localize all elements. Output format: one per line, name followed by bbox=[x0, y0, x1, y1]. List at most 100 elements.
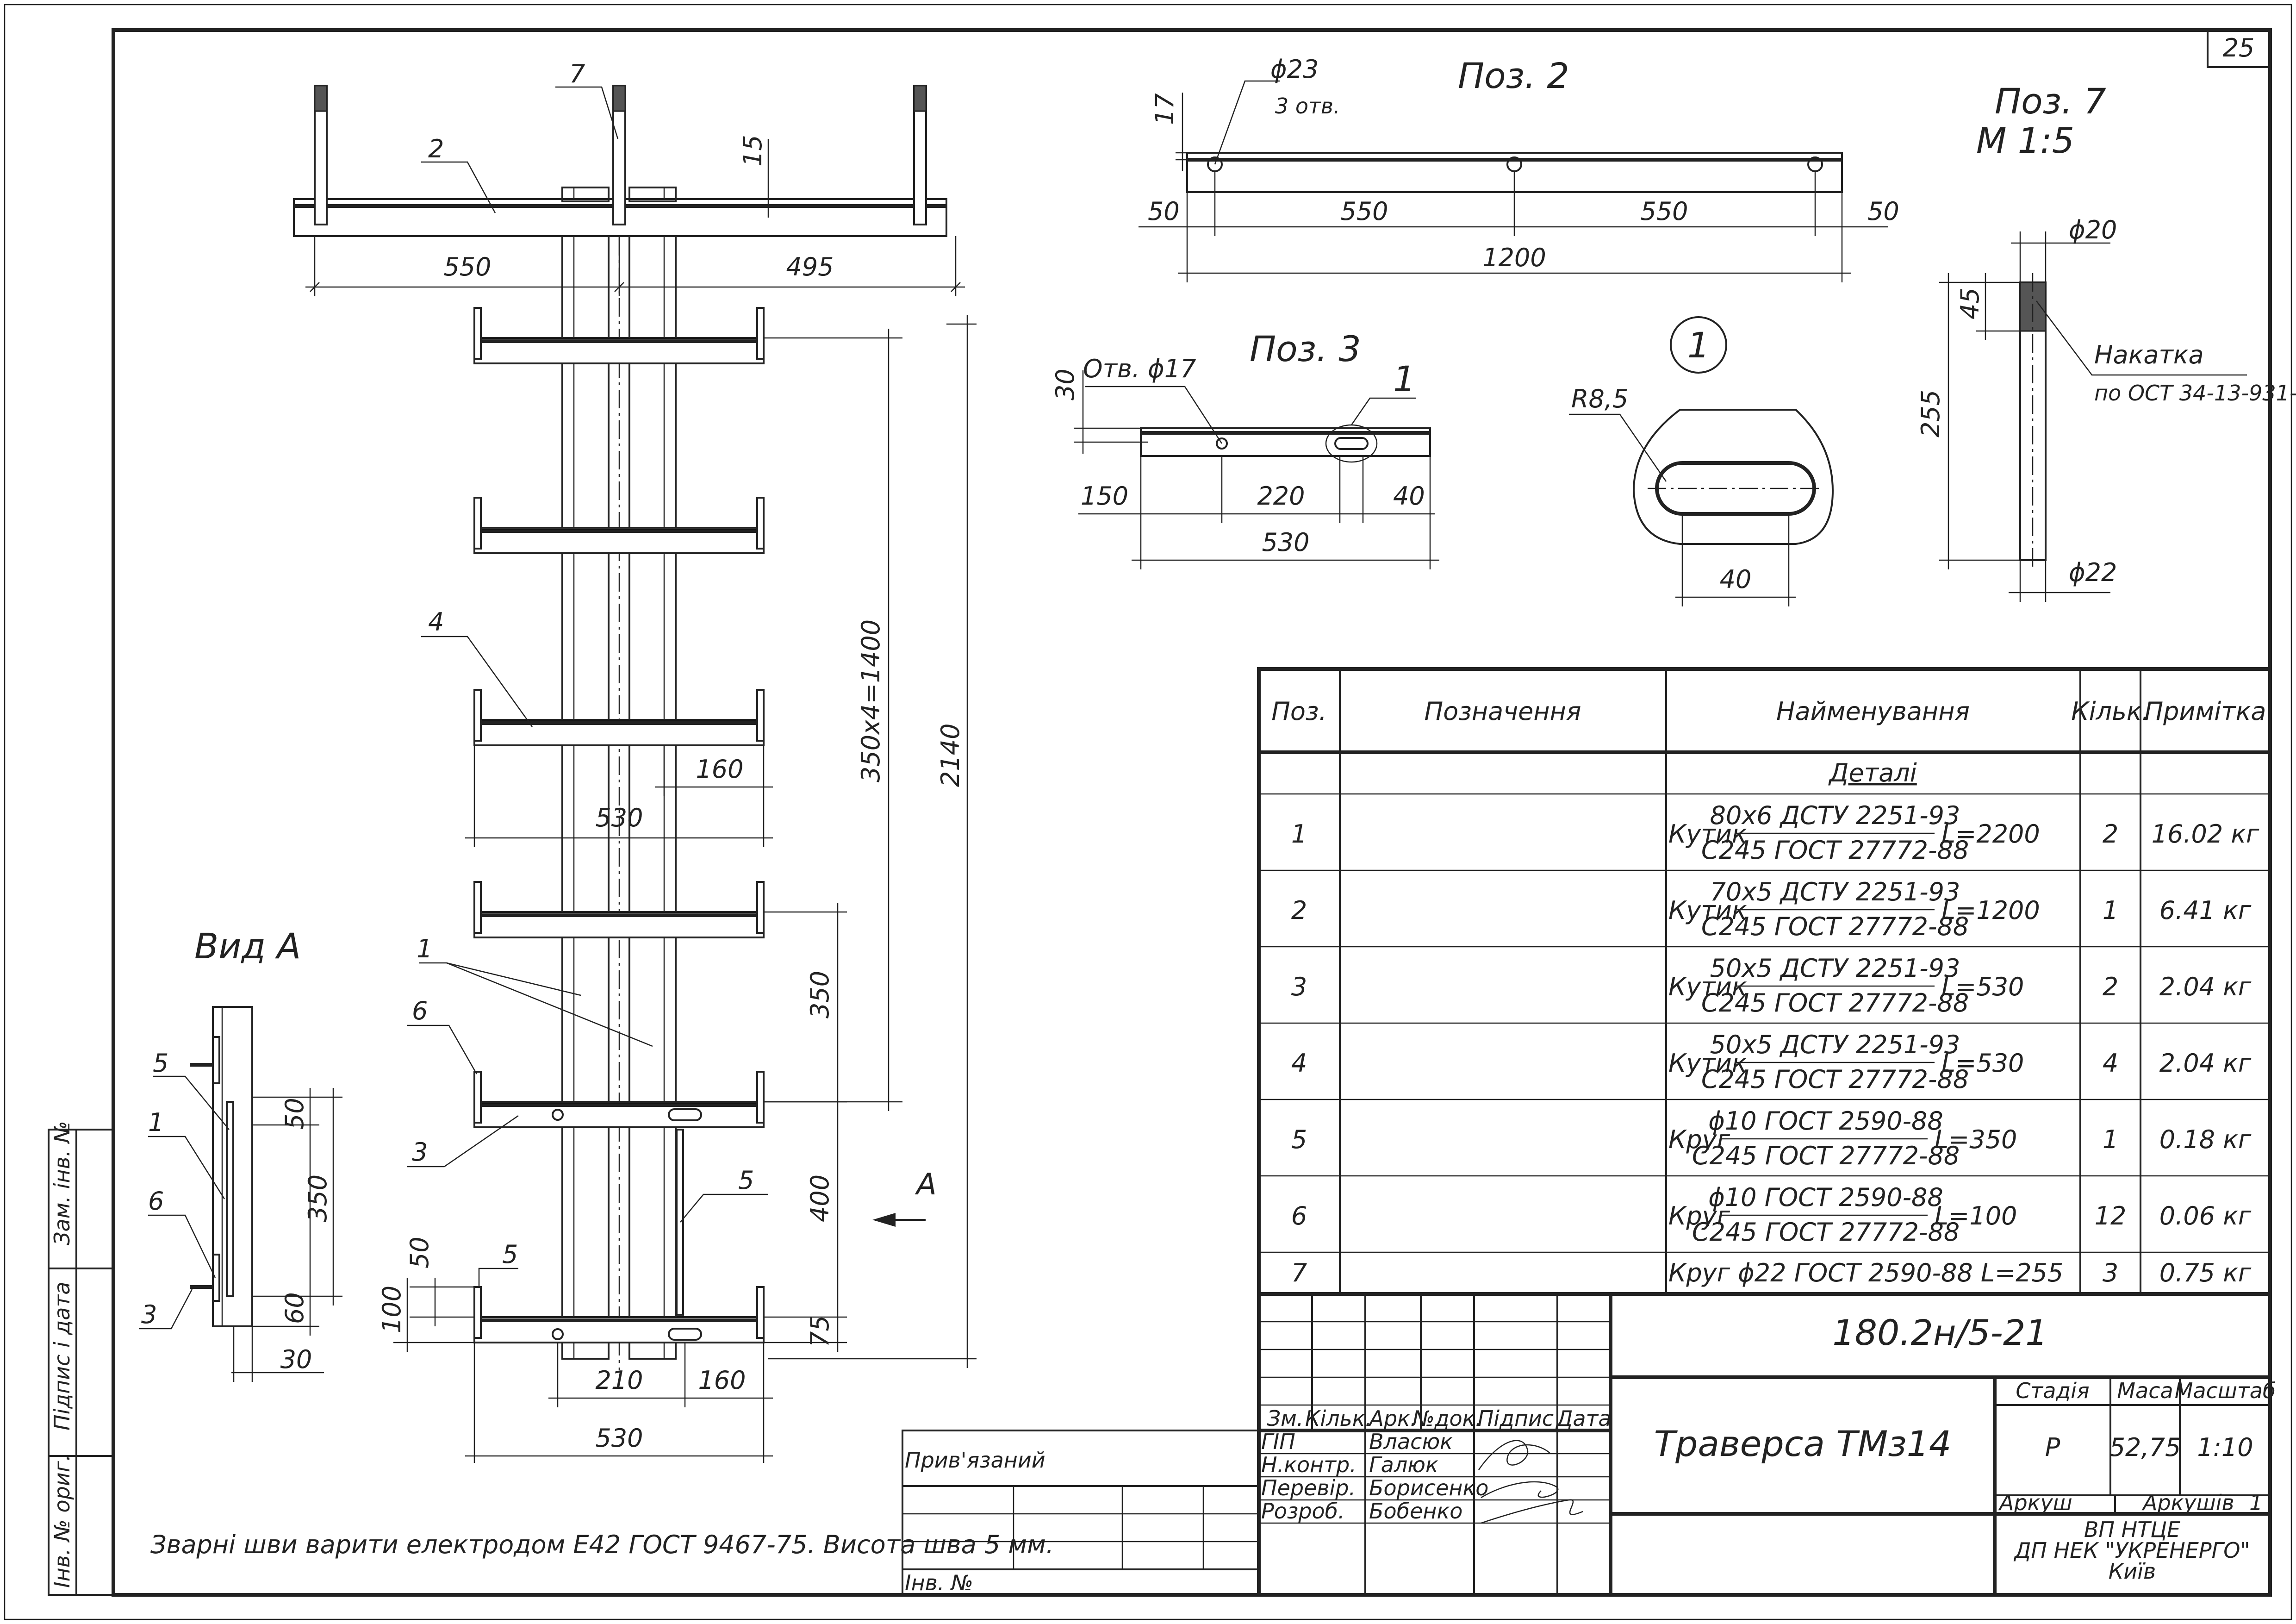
va-label-6: 6 bbox=[148, 1187, 164, 1216]
va-label-1: 1 bbox=[148, 1108, 164, 1137]
pin-left bbox=[314, 85, 328, 225]
svg-text:Круг: Круг bbox=[1668, 1125, 1730, 1154]
pos2-dim-550b: 550 bbox=[1640, 197, 1688, 226]
tb-person-2: Галюк bbox=[1369, 1452, 1438, 1477]
svg-text:Круг: Круг bbox=[1668, 1201, 1730, 1230]
sheet-number: 25 bbox=[2223, 33, 2255, 62]
pos7-view: Поз. 7 М 1:5 ϕ20 45 255 Накатка по ОСТ 3… bbox=[1916, 81, 2296, 602]
pos3-dim-40: 40 bbox=[1393, 481, 1425, 511]
bom-row-4: 4 Кутик 50х5 ДСТУ 2251-93 С245 ГОСТ 2777… bbox=[1291, 1030, 2252, 1094]
pos3-dim-30: 30 bbox=[1051, 369, 1080, 400]
svg-text:80х6 ДСТУ 2251-93: 80х6 ДСТУ 2251-93 bbox=[1710, 801, 1960, 830]
label-6: 6 bbox=[412, 996, 428, 1025]
va-label-5: 5 bbox=[153, 1049, 168, 1078]
svg-text:2.04 кг: 2.04 кг bbox=[2159, 972, 2252, 1001]
svg-text:1: 1 bbox=[2103, 1125, 2118, 1154]
va-dim-60: 60 bbox=[280, 1292, 309, 1324]
dim-160a: 160 bbox=[696, 755, 743, 784]
tb-person-1: Власюк bbox=[1369, 1429, 1453, 1454]
pin-right bbox=[913, 85, 927, 225]
tb-org3: Київ bbox=[2109, 1559, 2156, 1584]
svg-text:2: 2 bbox=[2103, 972, 2118, 1001]
pos7-d22: ϕ22 bbox=[2069, 558, 2117, 587]
tb-stage-h: Стадія bbox=[2016, 1378, 2089, 1403]
title-block: Зм. Кільк. Арк. №док. Підпис Дата ГІП Вл… bbox=[902, 1292, 2276, 1597]
main-view: 550 495 15 7 2 4 160 530 350х4=1400 2140 bbox=[293, 59, 977, 1463]
svg-text:1: 1 bbox=[2103, 896, 2118, 925]
tb-role-1: ГІП bbox=[1261, 1429, 1295, 1454]
dim-1400: 350х4=1400 bbox=[856, 619, 885, 782]
svg-text:Кутик: Кутик bbox=[1668, 1049, 1747, 1078]
rung-2 bbox=[473, 497, 765, 554]
stamp-inv: Інв. № ориг. bbox=[50, 1455, 75, 1588]
tb-privyaz: Прив'язаний bbox=[905, 1448, 1045, 1473]
svg-text:Круг ϕ22 ГОСТ 2590-88 L=255: Круг ϕ22 ГОСТ 2590-88 L=255 bbox=[1668, 1258, 2063, 1287]
label-5: 5 bbox=[738, 1166, 754, 1195]
svg-text:L=530: L=530 bbox=[1941, 972, 2024, 1001]
tb-role-4: Розроб. bbox=[1261, 1499, 1345, 1524]
svg-text:6: 6 bbox=[1291, 1201, 1307, 1230]
weld-note: Зварні шви варити електродом Е42 ГОСТ 94… bbox=[150, 1530, 1054, 1559]
rung-1 bbox=[473, 307, 765, 364]
pos7-d255: 255 bbox=[1916, 390, 1945, 437]
label-5b: 5 bbox=[502, 1240, 518, 1269]
pos7-scale: М 1:5 bbox=[1976, 120, 2074, 161]
pos3-hole: Отв. ϕ17 bbox=[1083, 354, 1196, 383]
dim-350: 350 bbox=[805, 971, 834, 1018]
dim-400: 400 bbox=[805, 1174, 834, 1222]
sheet-number-box bbox=[2207, 29, 2271, 68]
pos2-title: Поз. 2 bbox=[1458, 55, 1569, 96]
tb-org2: ДП НЕК "УКРЕНЕРГО" bbox=[2013, 1538, 2250, 1563]
svg-text:Кутик: Кутик bbox=[1668, 896, 1747, 925]
tb-person-3: Борисенко bbox=[1369, 1475, 1488, 1500]
svg-text:0.75 кг: 0.75 кг bbox=[2159, 1258, 2252, 1287]
outer-border bbox=[4, 4, 2292, 1620]
svg-text:С245 ГОСТ 27772-88: С245 ГОСТ 27772-88 bbox=[1692, 1218, 1960, 1247]
bom-row-7: 7 Круг ϕ22 ГОСТ 2590-88 L=255 3 0.75 кг bbox=[1291, 1258, 2252, 1287]
tb-scale: 1:10 bbox=[2197, 1433, 2253, 1462]
dim-530b: 530 bbox=[595, 1424, 643, 1453]
label-7: 7 bbox=[569, 59, 585, 88]
label-4: 4 bbox=[428, 607, 444, 637]
view-a: Вид А 5 1 6 3 50 350 60 30 bbox=[139, 925, 342, 1382]
svg-text:С245 ГОСТ 27772-88: С245 ГОСТ 27772-88 bbox=[1701, 836, 1969, 865]
svg-text:Кутик: Кутик bbox=[1668, 819, 1747, 849]
pos3-dim-530: 530 bbox=[1262, 528, 1309, 557]
svg-text:L=100: L=100 bbox=[1935, 1201, 2017, 1230]
svg-text:50х5 ДСТУ 2251-93: 50х5 ДСТУ 2251-93 bbox=[1710, 954, 1960, 983]
svg-text:7: 7 bbox=[1291, 1258, 1307, 1287]
pos2-dim-17: 17 bbox=[1150, 93, 1179, 125]
tb-role-3: Перевір. bbox=[1261, 1475, 1356, 1500]
rung-4 bbox=[473, 881, 765, 938]
tb-h-pidpys: Підпис bbox=[1478, 1406, 1554, 1431]
tb-stage: Р bbox=[2045, 1433, 2060, 1462]
tb-h-kilk: Кільк. bbox=[1305, 1406, 1372, 1431]
tb-sheet-label: Аркуш bbox=[1998, 1490, 2072, 1515]
svg-text:Кутик: Кутик bbox=[1668, 972, 1747, 1001]
dim-210: 210 bbox=[595, 1366, 643, 1395]
tb-h-zm: Зм. bbox=[1267, 1406, 1304, 1431]
svg-text:L=1200: L=1200 bbox=[1941, 896, 2040, 925]
pos2-hole-count: 3 отв. bbox=[1275, 94, 1340, 119]
pos7-title: Поз. 7 bbox=[1995, 81, 2106, 122]
svg-text:С245 ГОСТ 27772-88: С245 ГОСТ 27772-88 bbox=[1701, 1065, 1969, 1094]
rung-3 bbox=[473, 689, 765, 746]
svg-text:2: 2 bbox=[2103, 819, 2118, 849]
va-dim-30: 30 bbox=[280, 1345, 312, 1374]
svg-text:2: 2 bbox=[1291, 896, 1307, 925]
va-label-3: 3 bbox=[141, 1300, 157, 1329]
tb-mass: 52,75 bbox=[2109, 1433, 2181, 1462]
bom-h-designation: Позначення bbox=[1425, 697, 1581, 726]
bom-section: Деталі bbox=[1828, 758, 1916, 787]
svg-text:3: 3 bbox=[2103, 1258, 2118, 1287]
label-1: 1 bbox=[417, 934, 432, 963]
pos3-dim-220: 220 bbox=[1257, 481, 1305, 511]
svg-text:12: 12 bbox=[2095, 1201, 2127, 1230]
pos3-callout: 1 bbox=[1393, 358, 1415, 400]
pos2-dim-50b: 50 bbox=[1867, 197, 1899, 226]
svg-text:3: 3 bbox=[1291, 972, 1307, 1001]
svg-text:50х5 ДСТУ 2251-93: 50х5 ДСТУ 2251-93 bbox=[1710, 1030, 1960, 1059]
bom-row-2: 2 Кутик 70х5 ДСТУ 2251-93 С245 ГОСТ 2777… bbox=[1291, 877, 2252, 941]
svg-text:L=350: L=350 bbox=[1935, 1125, 2017, 1154]
